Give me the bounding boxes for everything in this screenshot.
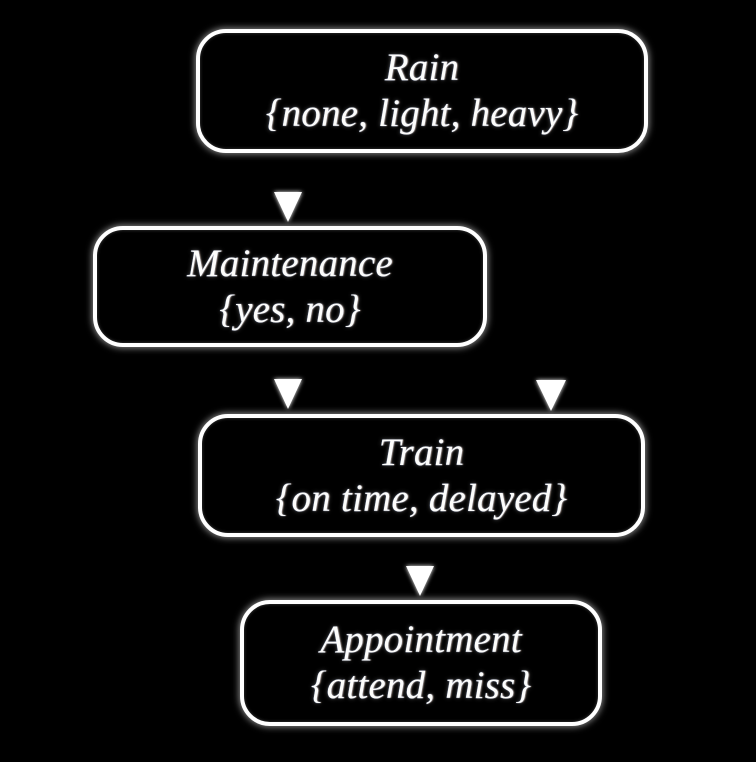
node-train[interactable]: Train {on time, delayed} — [198, 414, 645, 537]
edge-rain-to-train — [536, 156, 566, 411]
edge-maintenance-to-train — [274, 350, 302, 409]
node-train-states: {on time, delayed} — [275, 476, 568, 520]
node-appointment-states: {attend, miss} — [310, 664, 532, 707]
node-maintenance-label: Maintenance — [187, 241, 393, 285]
node-rain[interactable]: Rain {none, light, heavy} — [196, 29, 648, 153]
node-rain-states: {none, light, heavy} — [265, 92, 579, 135]
node-train-label: Train — [378, 430, 465, 474]
node-maintenance-states: {yes, no} — [219, 287, 361, 331]
node-maintenance[interactable]: Maintenance {yes, no} — [93, 226, 487, 347]
edge-train-to-appointment — [406, 540, 434, 596]
edge-rain-to-maintenance — [274, 156, 302, 222]
node-appointment-label: Appointment — [320, 618, 522, 662]
node-appointment[interactable]: Appointment {attend, miss} — [240, 600, 602, 726]
node-rain-label: Rain — [384, 46, 460, 90]
